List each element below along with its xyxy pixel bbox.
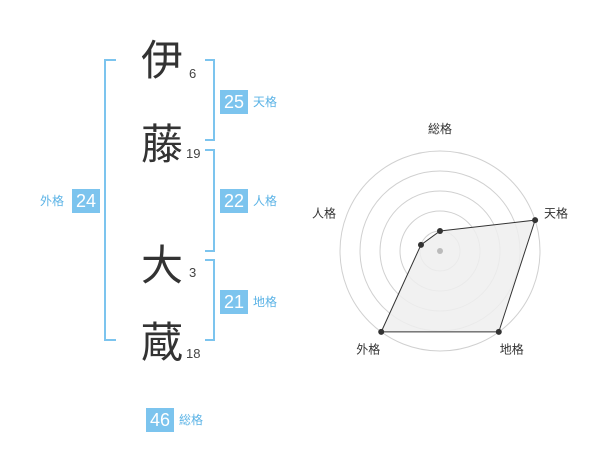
- stroke-count-3: 3: [189, 265, 197, 280]
- chikaku-label: 地格: [253, 295, 278, 309]
- stroke-count-2: 19: [186, 146, 201, 161]
- radar-axis-label: 外格: [356, 342, 380, 357]
- stroke-count-4: 18: [186, 346, 201, 361]
- radar-axis-label: 地格: [500, 342, 524, 357]
- soukaku-value-badge: 46: [146, 408, 174, 432]
- jinkaku-bracket: [205, 149, 215, 252]
- radar-data-point: [437, 228, 443, 234]
- stroke-count-1: 6: [189, 66, 197, 81]
- tenkaku-value-badge: 25: [220, 90, 248, 114]
- tenkaku-bracket: [205, 59, 215, 141]
- jinkaku-label: 人格: [253, 194, 278, 208]
- name-char-4: 蔵: [141, 318, 184, 367]
- jinkaku-value-badge: 22: [220, 189, 248, 213]
- chikaku-bracket: [205, 259, 215, 341]
- radar-data-point: [532, 217, 539, 224]
- chikaku-value-badge: 21: [220, 290, 248, 314]
- radar-grid-ring: [339, 150, 541, 352]
- soukaku-label: 総格: [179, 413, 204, 427]
- gaikaku-label: 外格: [40, 194, 65, 208]
- radar-data-area: [380, 219, 536, 333]
- gaikaku-bracket: [104, 59, 116, 341]
- name-char-1: 伊: [141, 36, 184, 85]
- name-char-2: 藤: [141, 120, 184, 169]
- radar-data-point: [495, 328, 502, 335]
- radar-axis-label: 天格: [544, 205, 568, 220]
- radar-axis-label: 総格: [428, 121, 452, 136]
- name-char-3: 大: [141, 241, 184, 290]
- radar-center-dot: [437, 248, 443, 254]
- gaikaku-value-badge: 24: [72, 189, 100, 213]
- radar-data-point: [378, 328, 385, 335]
- radar-data-point: [417, 241, 424, 248]
- tenkaku-label: 天格: [253, 95, 278, 109]
- radar-axis-label: 人格: [312, 205, 336, 220]
